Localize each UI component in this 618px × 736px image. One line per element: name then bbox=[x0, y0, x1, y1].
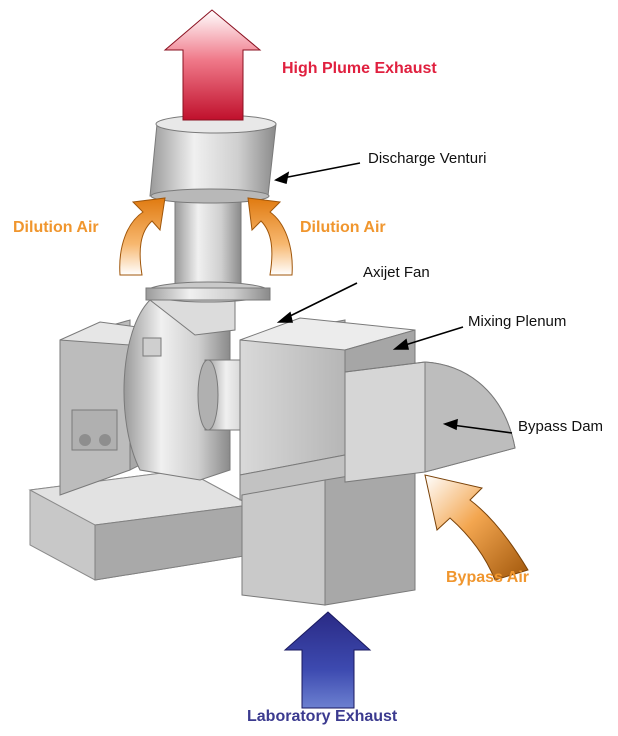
mixing-plenum-label: Mixing Plenum bbox=[468, 313, 567, 330]
exhaust-stack bbox=[145, 199, 271, 303]
high-plume-arrow bbox=[163, 9, 262, 121]
leader-lines bbox=[274, 162, 513, 434]
laboratory-exhaust-arrow bbox=[283, 611, 372, 709]
dilution-air-arrow-right bbox=[247, 197, 293, 276]
dilution-air-label-right: Dilution Air bbox=[300, 219, 386, 236]
bypass-air-label: Bypass Air bbox=[446, 569, 529, 586]
dilution-air-label-left: Dilution Air bbox=[13, 219, 99, 236]
bypass-air-arrow bbox=[424, 474, 529, 581]
bypass-damper-label: Bypass Dam bbox=[518, 418, 604, 435]
bypass-damper bbox=[344, 361, 516, 483]
high-plume-exhaust-label: High Plume Exhaust bbox=[282, 60, 437, 77]
laboratory-exhaust-label: Laboratory Exhaust bbox=[247, 708, 398, 725]
dilution-air-arrow-left bbox=[119, 197, 166, 276]
axijet-fan-label: Axijet Fan bbox=[363, 264, 430, 281]
laboratory-inlet-duct bbox=[241, 464, 416, 606]
discharge-venturi-label: Discharge Venturi bbox=[368, 150, 487, 167]
discharge-venturi bbox=[149, 114, 277, 204]
